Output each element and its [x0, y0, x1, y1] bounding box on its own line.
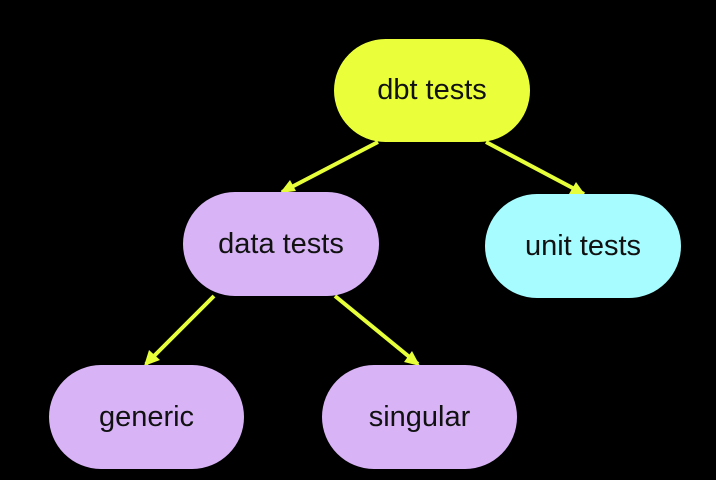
edge-root-to-data-tests-arrowhead — [280, 180, 296, 193]
node-data-tests[interactable]: data tests — [183, 192, 379, 296]
edge-data-tests-to-generic-arrowhead — [144, 350, 160, 366]
edge-root-to-data-tests — [281, 140, 379, 194]
node-unit-tests[interactable]: unit tests — [485, 194, 681, 298]
node-generic[interactable]: generic — [49, 365, 244, 469]
edge-root-to-unit-tests-arrowhead — [569, 182, 586, 196]
edge-root-to-unit-tests — [485, 140, 585, 196]
edge-data-tests-to-singular-arrowhead — [404, 351, 420, 366]
node-dbt-tests[interactable]: dbt tests — [334, 39, 530, 142]
edge-data-tests-to-singular — [333, 294, 420, 366]
edge-data-tests-to-generic — [144, 294, 216, 366]
node-singular[interactable]: singular — [322, 365, 517, 469]
